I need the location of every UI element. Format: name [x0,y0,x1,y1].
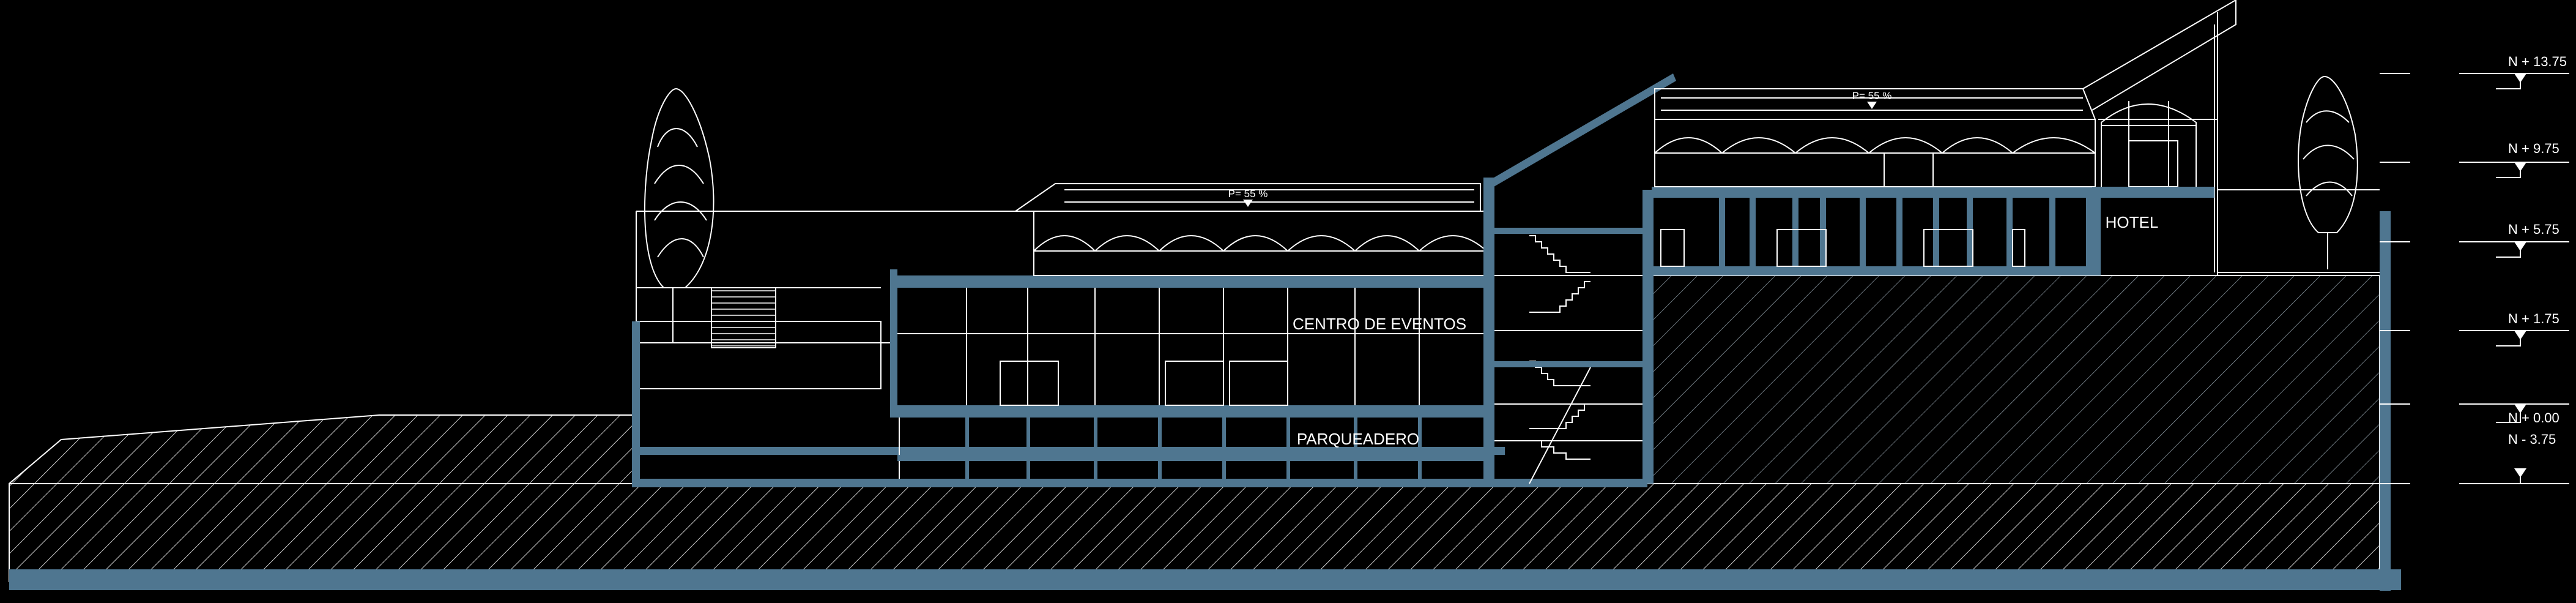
hotel-structure [1652,0,2380,275]
events-roof-slope-marker: P= 55 % [1228,188,1268,207]
level-marker-n5: N + 5.75 [2459,222,2569,258]
level-marker-n1: N + 1.75 [2459,311,2569,346]
roof-slope-label-events: P= 55 % [1228,188,1268,200]
level-label: N + 13.75 [2508,54,2567,69]
ground-terrain [9,211,2401,591]
level-label: N + 0.00 [2508,410,2559,425]
hotel-roof-slope-marker: P= 55 % [1852,90,1892,109]
level-label: N + 1.75 [2508,311,2559,326]
events-center-structure [890,269,1490,479]
level-label: N + 9.75 [2508,141,2559,156]
room-label-parking: PARQUEADERO [1297,430,1419,448]
level-label: N - 3.75 [2508,432,2556,447]
level-label: N + 5.75 [2508,222,2559,237]
room-label-events-center: CENTRO DE EVENTOS [1293,315,1466,333]
roof-slope-label-hotel: P= 55 % [1852,90,1892,102]
ground-slab-base [9,569,2401,590]
stair-core [1483,73,1676,484]
tree-left [644,88,715,343]
level-marker-nm3: N - 3.75 [2459,432,2569,484]
tree-right [2298,75,2358,269]
level-marker-n0: N + 0.00 [2459,403,2569,425]
room-label-hotel: HOTEL [2106,213,2159,231]
level-markers: N + 13.75 N + 9.75 N + 5.75 N + 1.75 N +… [2380,54,2569,484]
level-marker-n13: N + 13.75 [2459,54,2569,89]
level-marker-n9: N + 9.75 [2459,141,2569,178]
